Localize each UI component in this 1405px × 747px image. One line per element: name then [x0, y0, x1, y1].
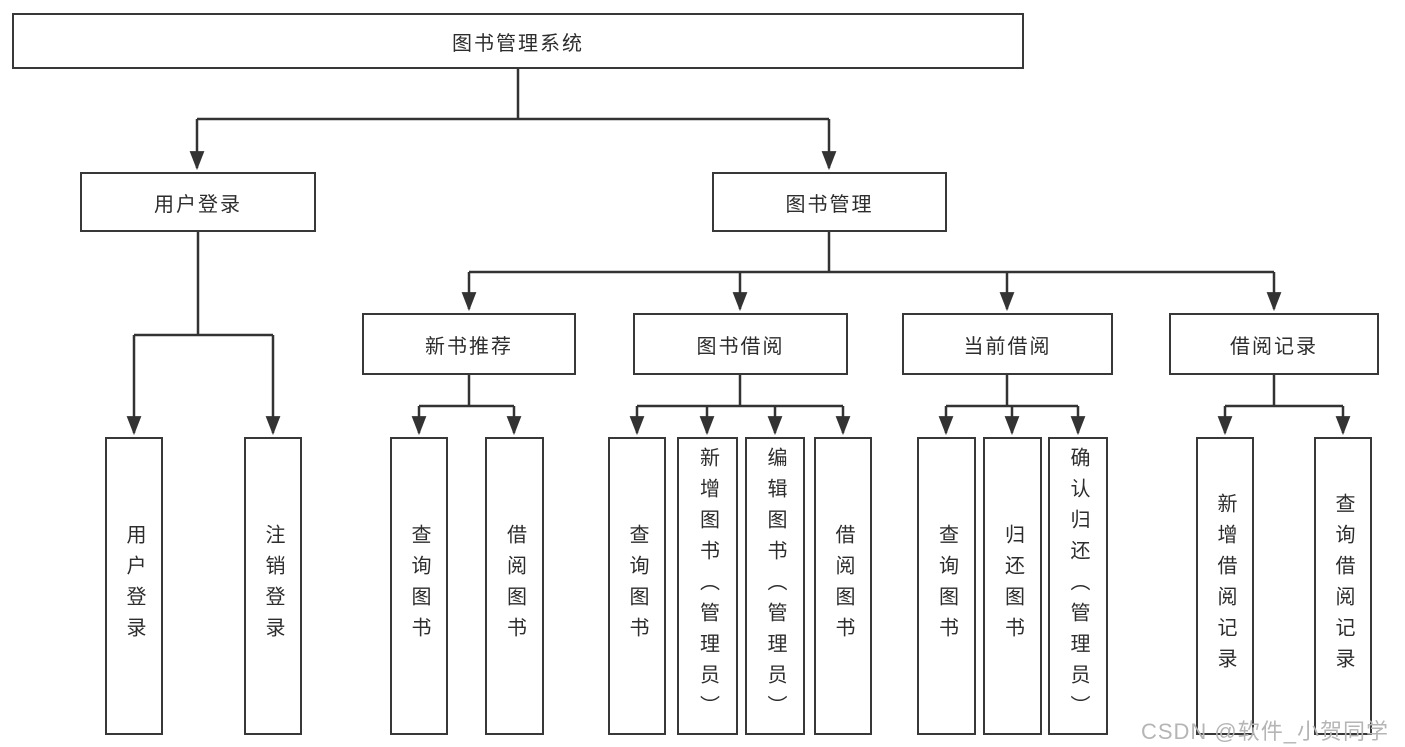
node-query-books-1: 查询图书: [390, 437, 448, 735]
node-user-login-leaf: 用户登录: [105, 437, 163, 735]
node-add-borrow-record: 新增借阅记录: [1196, 437, 1254, 735]
node-query-books-3: 查询图书: [917, 437, 976, 735]
node-confirm-return-admin: 确认归还（管理员）: [1048, 437, 1108, 735]
node-book-borrow: 图书借阅: [633, 313, 848, 375]
node-query-books-2: 查询图书: [608, 437, 666, 735]
node-query-borrow-record: 查询借阅记录: [1314, 437, 1372, 735]
node-new-book-recommend: 新书推荐: [362, 313, 576, 375]
node-book-management: 图书管理: [712, 172, 947, 232]
node-add-books-admin: 新增图书（管理员）: [677, 437, 738, 735]
node-borrow-books-2: 借阅图书: [814, 437, 872, 735]
node-return-books: 归还图书: [983, 437, 1042, 735]
node-logout: 注销登录: [244, 437, 302, 735]
node-current-borrow: 当前借阅: [902, 313, 1113, 375]
node-borrow-books-1: 借阅图书: [485, 437, 544, 735]
node-root: 图书管理系统: [12, 13, 1024, 69]
watermark: CSDN @软件_小贺同学: [1140, 719, 1389, 744]
node-user-login: 用户登录: [80, 172, 316, 232]
node-edit-books-admin: 编辑图书（管理员）: [745, 437, 805, 735]
node-borrow-records: 借阅记录: [1169, 313, 1379, 375]
